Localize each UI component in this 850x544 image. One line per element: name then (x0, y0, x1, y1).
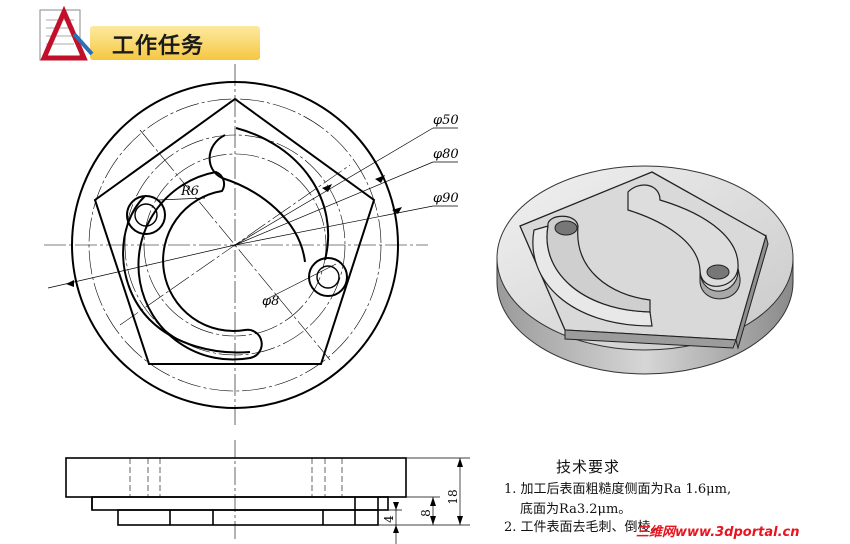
ref-circle-inner (124, 134, 346, 356)
slot-left (137, 170, 263, 361)
outer-circle (71, 81, 399, 409)
document-triangle-icon (39, 6, 94, 61)
dim-phi50: φ50 (433, 113, 459, 128)
dim-4: 4 (382, 515, 396, 523)
dimension-leaders (47, 127, 458, 301)
part-3d-render (496, 165, 794, 375)
hole-left-inner (134, 203, 158, 227)
hidden-lines (129, 458, 343, 497)
dim-phi90: φ90 (433, 191, 459, 206)
hole-left (126, 195, 166, 235)
section-view (65, 457, 407, 526)
page-title: 工作任务 (112, 34, 205, 59)
dim-r6: R6 (180, 184, 199, 199)
dim-phi8: φ8 (262, 294, 279, 309)
requirements-title: 技术要求 (556, 458, 621, 476)
ref-circle-50 (143, 153, 327, 337)
requirement-1-line1: 1. 加工后表面粗糙度侧面为Ra 1.6μm, (504, 482, 732, 497)
pentagon (93, 97, 376, 365)
header-banner: 工作任务 (34, 6, 260, 62)
hole-right-inner (316, 265, 340, 289)
dim-18: 18 (446, 489, 460, 504)
dim-8: 8 (419, 509, 433, 517)
watermark: 三维网www.3dportal.cn (636, 525, 800, 540)
hole-right (308, 257, 348, 297)
requirement-1-line2: 底面为Ra3.2μm。 (520, 502, 632, 517)
requirement-2: 2. 工件表面去毛刺、倒棱。 (504, 520, 664, 535)
dim-phi80: φ80 (433, 147, 459, 162)
banner-bar (90, 26, 260, 60)
